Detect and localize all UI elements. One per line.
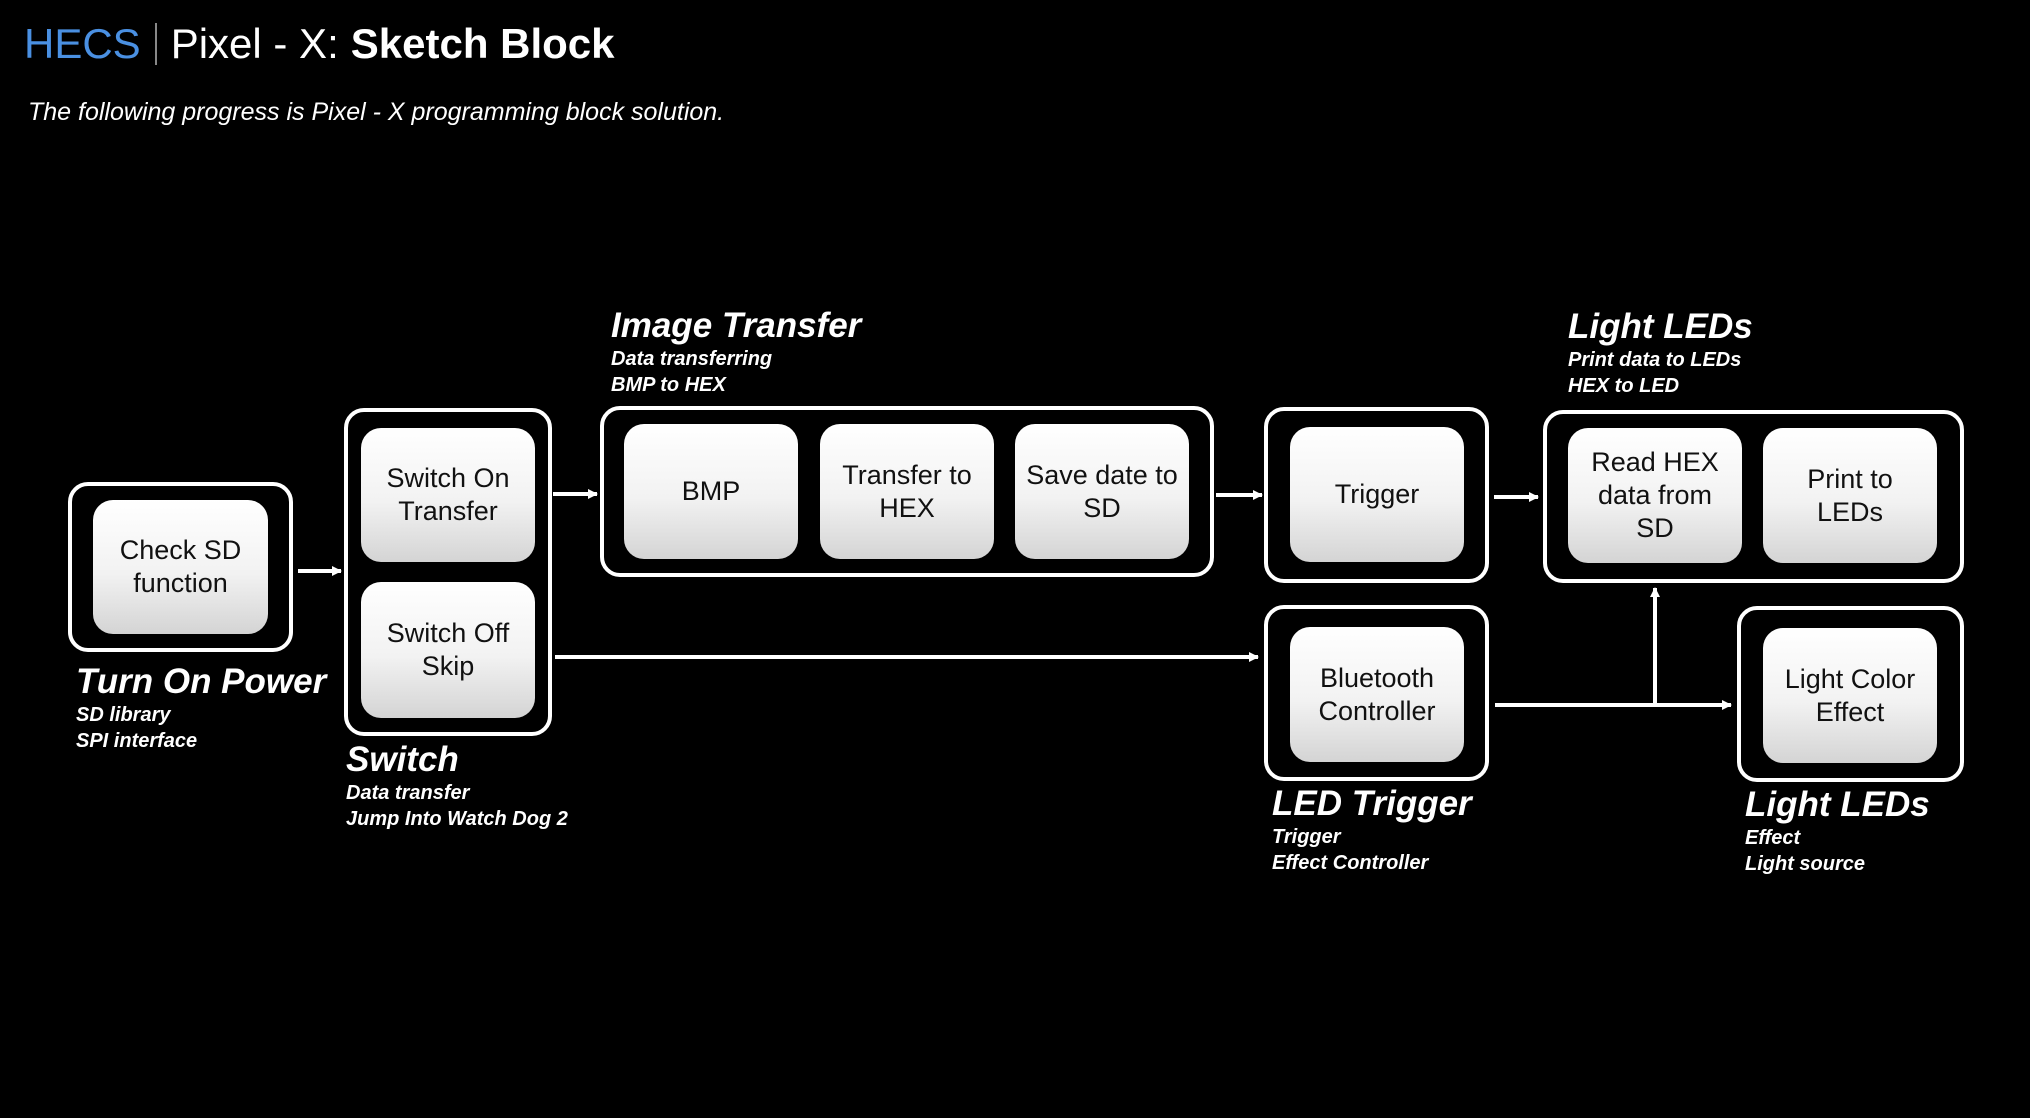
label-title: LED Trigger <box>1272 784 1472 823</box>
brand-logo-text: HECS <box>24 20 141 67</box>
block-switch-off-skip: Switch Off Skip <box>361 582 535 718</box>
group-box-turn-on-power <box>68 482 293 652</box>
label-title: Light LEDs <box>1568 307 1753 346</box>
label-led-trigger: LED Trigger Trigger Effect Controller <box>1272 784 1472 876</box>
group-box-trigger <box>1264 407 1489 583</box>
block-save-date-to-sd: Save date to SD <box>1015 424 1189 559</box>
label-title: Light LEDs <box>1745 785 1930 824</box>
label-line: BMP to HEX <box>611 374 726 396</box>
label-line: Effect Controller <box>1272 852 1429 874</box>
group-box-switch <box>344 408 552 736</box>
label-line: Effect <box>1745 827 1801 849</box>
label-title: Turn On Power <box>76 662 327 701</box>
page-header: HECS Pixel - X: Sketch Block <box>24 16 615 72</box>
label-line: Jump Into Watch Dog 2 <box>346 808 568 830</box>
label-line: Print data to LEDs <box>1568 349 1742 371</box>
group-box-light-leds-bottom <box>1737 606 1964 782</box>
app-name: Pixel - X: <box>170 20 339 67</box>
block-bluetooth-controller: Bluetooth Controller <box>1290 627 1464 762</box>
label-line: Light source <box>1745 853 1866 875</box>
label-title: Switch <box>346 740 459 779</box>
block-light-color-effect: Light Color Effect <box>1763 628 1937 763</box>
label-turn-on-power: Turn On Power SD library SPI interface <box>76 662 326 754</box>
label-image-transfer: Image Transfer Data transferring BMP to … <box>611 306 861 398</box>
label-line: HEX to LED <box>1568 375 1680 397</box>
label-light-leds-top: Light LEDs Print data to LEDs HEX to LED <box>1568 307 1753 399</box>
group-box-light-leds-top <box>1543 410 1964 583</box>
block-transfer-to-hex: Transfer to HEX <box>820 424 994 559</box>
page-subtitle: The following progress is Pixel - X prog… <box>28 98 725 126</box>
block-trigger: Trigger <box>1290 427 1464 562</box>
block-read-hex-data: Read HEX data from SD <box>1568 428 1742 563</box>
group-box-image-transfer <box>600 406 1214 577</box>
label-line: Trigger <box>1272 826 1341 848</box>
block-print-to-leds: Print to LEDs <box>1763 428 1937 563</box>
block-bmp: BMP <box>624 424 798 559</box>
page-title: Sketch Block <box>350 20 615 67</box>
label-line: SD library <box>76 704 171 726</box>
block-switch-on-transfer: Switch On Transfer <box>361 428 535 562</box>
label-line: Data transfer <box>346 782 470 804</box>
group-box-bluetooth <box>1264 605 1489 781</box>
label-light-leds-bottom: Light LEDs Effect Light source <box>1745 785 1930 877</box>
block-check-sd-function: Check SD function <box>93 500 268 634</box>
label-line: Data transferring <box>611 348 773 370</box>
label-switch: Switch Data transfer Jump Into Watch Dog… <box>346 740 568 832</box>
label-title: Image Transfer <box>611 306 862 345</box>
header-divider <box>154 23 157 65</box>
label-line: SPI interface <box>76 730 198 752</box>
